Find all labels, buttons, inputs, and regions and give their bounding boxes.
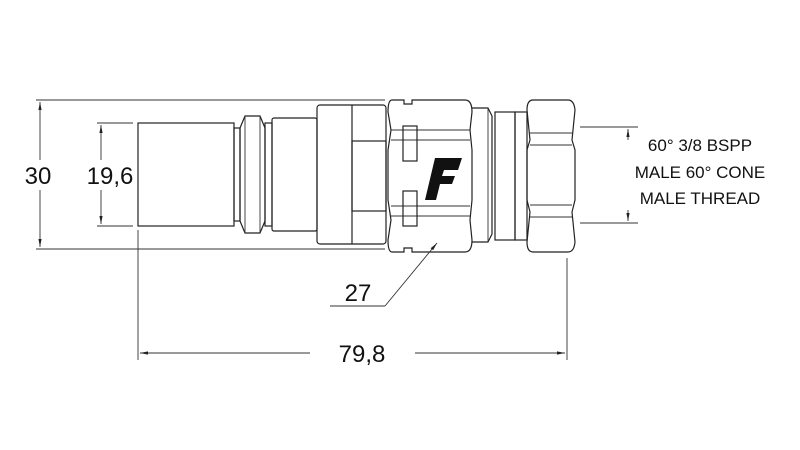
tail-diameter-dimension: 19,6 [87, 122, 134, 227]
height-label: 30 [25, 163, 52, 190]
thread-dimension: 60° 3/8 BSPP MALE 60° CONE MALE THREAD [580, 126, 766, 224]
length-label: 79,8 [339, 341, 386, 368]
tail-diameter-label: 19,6 [87, 163, 134, 190]
fitting-body [137, 99, 576, 253]
thread-note-line3: MALE THREAD [640, 189, 761, 208]
length-dimension: 79,8 [137, 230, 568, 368]
thread-note-line1: 60° 3/8 BSPP [648, 136, 752, 155]
hex-size-dimension: 27 [330, 242, 438, 307]
hex-size-label: 27 [345, 280, 372, 307]
logo-f-icon [425, 158, 462, 200]
thread-note-line2: MALE 60° CONE [635, 163, 766, 182]
height-dimension: 30 [25, 99, 385, 250]
